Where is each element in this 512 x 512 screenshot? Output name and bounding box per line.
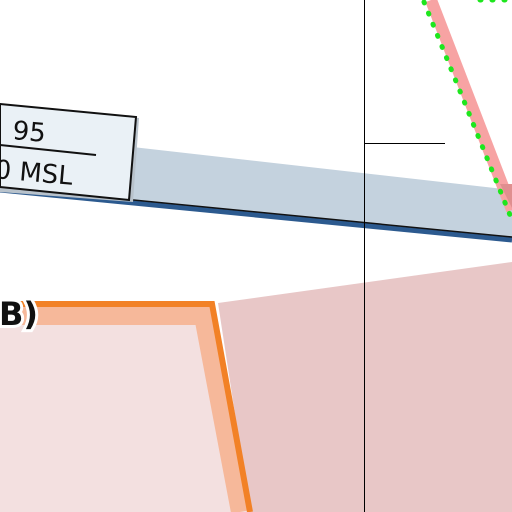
restricted-zone-fill: [0, 305, 248, 512]
altitude-lower-text: 0 MSL: [0, 155, 74, 192]
airspace-class-label: B): [0, 295, 38, 333]
altitude-upper-text: 95: [11, 116, 47, 149]
altitude-label: 95 0 MSL: [0, 102, 139, 202]
restricted-zone-inner-band: [0, 307, 249, 512]
altitude-divider: [0, 144, 97, 156]
boundary-corner-marker: [500, 184, 512, 208]
red-airspace-boundary: [425, 0, 512, 213]
dotted-route-line: [421, 0, 512, 223]
restricted-zone-border: [0, 301, 253, 512]
